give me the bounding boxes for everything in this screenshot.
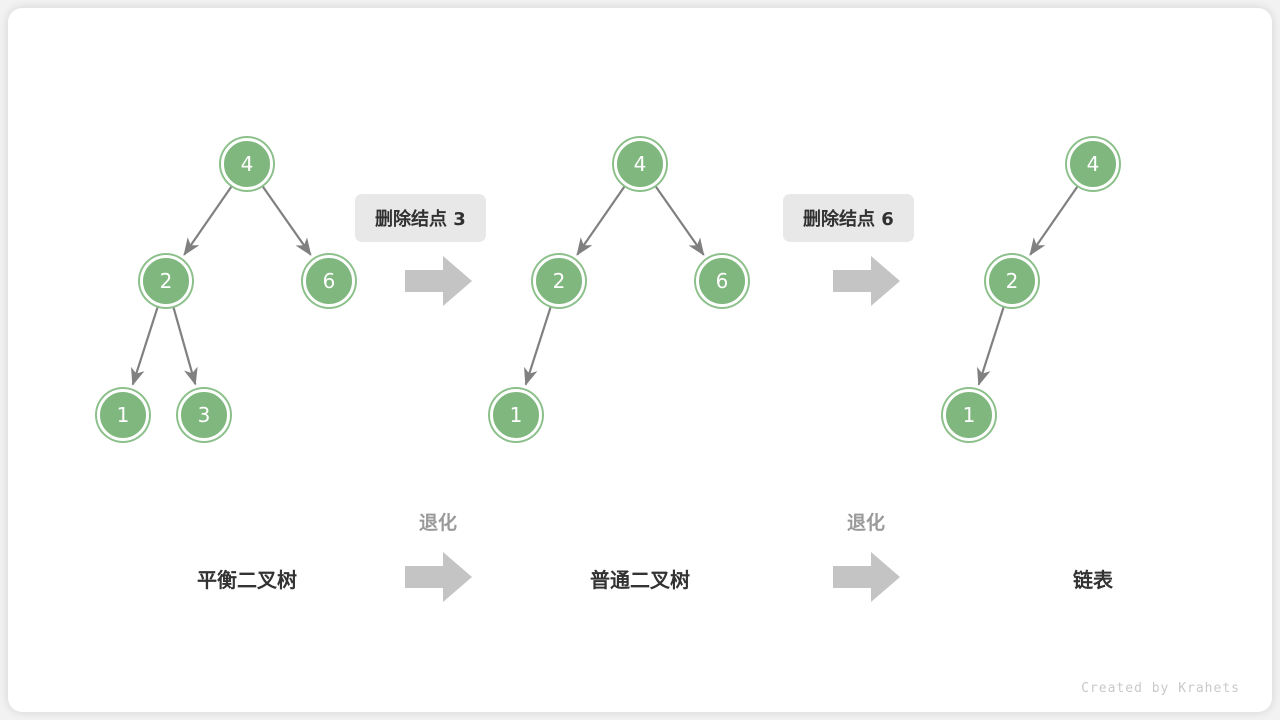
tree-node: 3 bbox=[178, 389, 230, 441]
degenerate-label: 退化 bbox=[846, 512, 885, 534]
degenerate-arrow-icon bbox=[405, 549, 473, 605]
stage-caption: 链表 bbox=[1073, 568, 1113, 592]
tree-node: 6 bbox=[303, 255, 355, 307]
degenerate-label: 退化 bbox=[418, 512, 457, 534]
transition-arrow-icon bbox=[405, 253, 473, 309]
tree-node: 2 bbox=[986, 255, 1038, 307]
figure-card bbox=[8, 8, 1272, 712]
tree-node: 4 bbox=[221, 138, 273, 190]
operation-chip: 删除结点 6 bbox=[783, 194, 914, 242]
tree-node: 1 bbox=[490, 389, 542, 441]
tree-node: 2 bbox=[533, 255, 585, 307]
tree-node: 1 bbox=[97, 389, 149, 441]
transition-arrow-icon bbox=[833, 253, 901, 309]
tree-node: 1 bbox=[943, 389, 995, 441]
credit-text: Created by Krahets bbox=[1081, 681, 1240, 696]
stage-caption: 平衡二叉树 bbox=[197, 568, 297, 592]
tree-node: 4 bbox=[1067, 138, 1119, 190]
degenerate-arrow-icon bbox=[833, 549, 901, 605]
tree-node: 2 bbox=[140, 255, 192, 307]
operation-chip: 删除结点 3 bbox=[355, 194, 486, 242]
tree-node: 6 bbox=[696, 255, 748, 307]
tree-node: 4 bbox=[614, 138, 666, 190]
stage-caption: 普通二叉树 bbox=[590, 568, 690, 592]
